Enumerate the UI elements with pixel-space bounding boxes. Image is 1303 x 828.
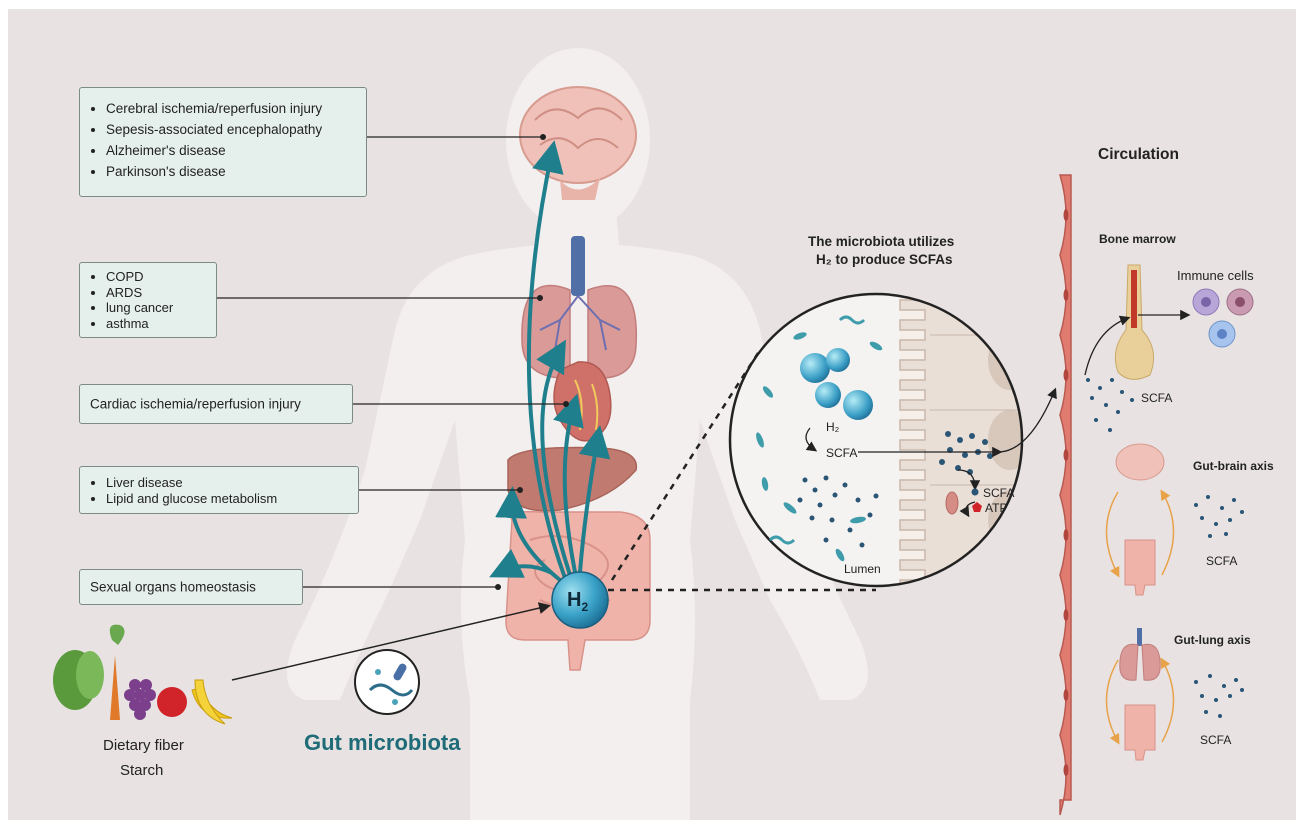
zoom-scfa-label: SCFA xyxy=(826,446,857,460)
immune-cells-icon xyxy=(1193,289,1253,347)
scfa-label-1: SCFA xyxy=(1141,391,1172,405)
lumen-label: Lumen xyxy=(844,562,881,576)
zoom-h2-label: H₂ xyxy=(826,420,839,434)
sexual-organs-label: Sexual organs homeostasis xyxy=(90,580,256,595)
brain-disease-box: Cerebral ischemia/reperfusion injury Sep… xyxy=(79,87,367,197)
gut-microbiota-label: Gut microbiota xyxy=(304,730,460,756)
zoom-scfa-cell-label: SCFA xyxy=(983,486,1014,500)
scfa-label-2: SCFA xyxy=(1206,554,1237,568)
lung-disease-item: COPD xyxy=(106,269,216,285)
brain-disease-item: Alzheimer's disease xyxy=(106,140,366,161)
liver-disease-item: Lipid and glucose metabolism xyxy=(106,491,358,507)
zoom-atp-label: ATP xyxy=(985,501,1007,515)
zoom-title-line2: H₂ to produce SCFAs xyxy=(816,252,953,267)
starch-label: Starch xyxy=(120,762,163,779)
heart-disease-box: Cardiac ischemia/reperfusion injury xyxy=(79,384,353,424)
brain-disease-item: Sepesis-associated encephalopathy xyxy=(106,119,366,140)
brain-disease-item: Parkinson's disease xyxy=(106,161,366,182)
gut-microbiota-icon xyxy=(355,650,419,714)
lung-disease-box: COPD ARDS lung cancer asthma xyxy=(79,262,217,338)
trachea-icon xyxy=(571,236,585,296)
bone-marrow-icon xyxy=(1115,265,1153,379)
lung-disease-item: asthma xyxy=(106,316,216,332)
gut-brain-axis-icon xyxy=(1107,444,1174,595)
sexual-organs-box: Sexual organs homeostasis xyxy=(79,569,303,605)
h2-bubble-label: H2 xyxy=(567,589,588,614)
zoom-title-line1: The microbiota utilizes xyxy=(808,234,954,249)
scfa-dots-circulation-2 xyxy=(1194,495,1244,538)
scfa-dots-circulation-3 xyxy=(1194,674,1244,718)
lung-disease-item: lung cancer xyxy=(106,300,216,316)
h2-subscript: 2 xyxy=(581,600,588,614)
gut-brain-axis-label: Gut-brain axis xyxy=(1193,459,1274,473)
circulation-title: Circulation xyxy=(1098,146,1179,164)
lung-disease-item: ARDS xyxy=(106,285,216,301)
scfa-label-3: SCFA xyxy=(1200,733,1231,747)
heart-disease-label: Cardiac ischemia/reperfusion injury xyxy=(90,397,301,412)
bone-marrow-label: Bone marrow xyxy=(1099,232,1176,246)
dietary-fiber-label: Dietary fiber xyxy=(103,737,184,754)
gut-lung-axis-label: Gut-lung axis xyxy=(1174,633,1251,647)
brain-disease-item: Cerebral ischemia/reperfusion injury xyxy=(106,98,366,119)
blood-vessel-wall xyxy=(1060,175,1071,815)
immune-cells-label: Immune cells xyxy=(1177,268,1254,283)
vegetables-fruit-icon xyxy=(53,625,232,724)
h2-symbol: H xyxy=(567,589,581,611)
liver-disease-item: Liver disease xyxy=(106,475,358,491)
scfa-dots-circulation-1 xyxy=(1086,378,1134,432)
gut-lung-axis-icon xyxy=(1107,628,1174,760)
liver-disease-box: Liver disease Lipid and glucose metaboli… xyxy=(79,466,359,514)
